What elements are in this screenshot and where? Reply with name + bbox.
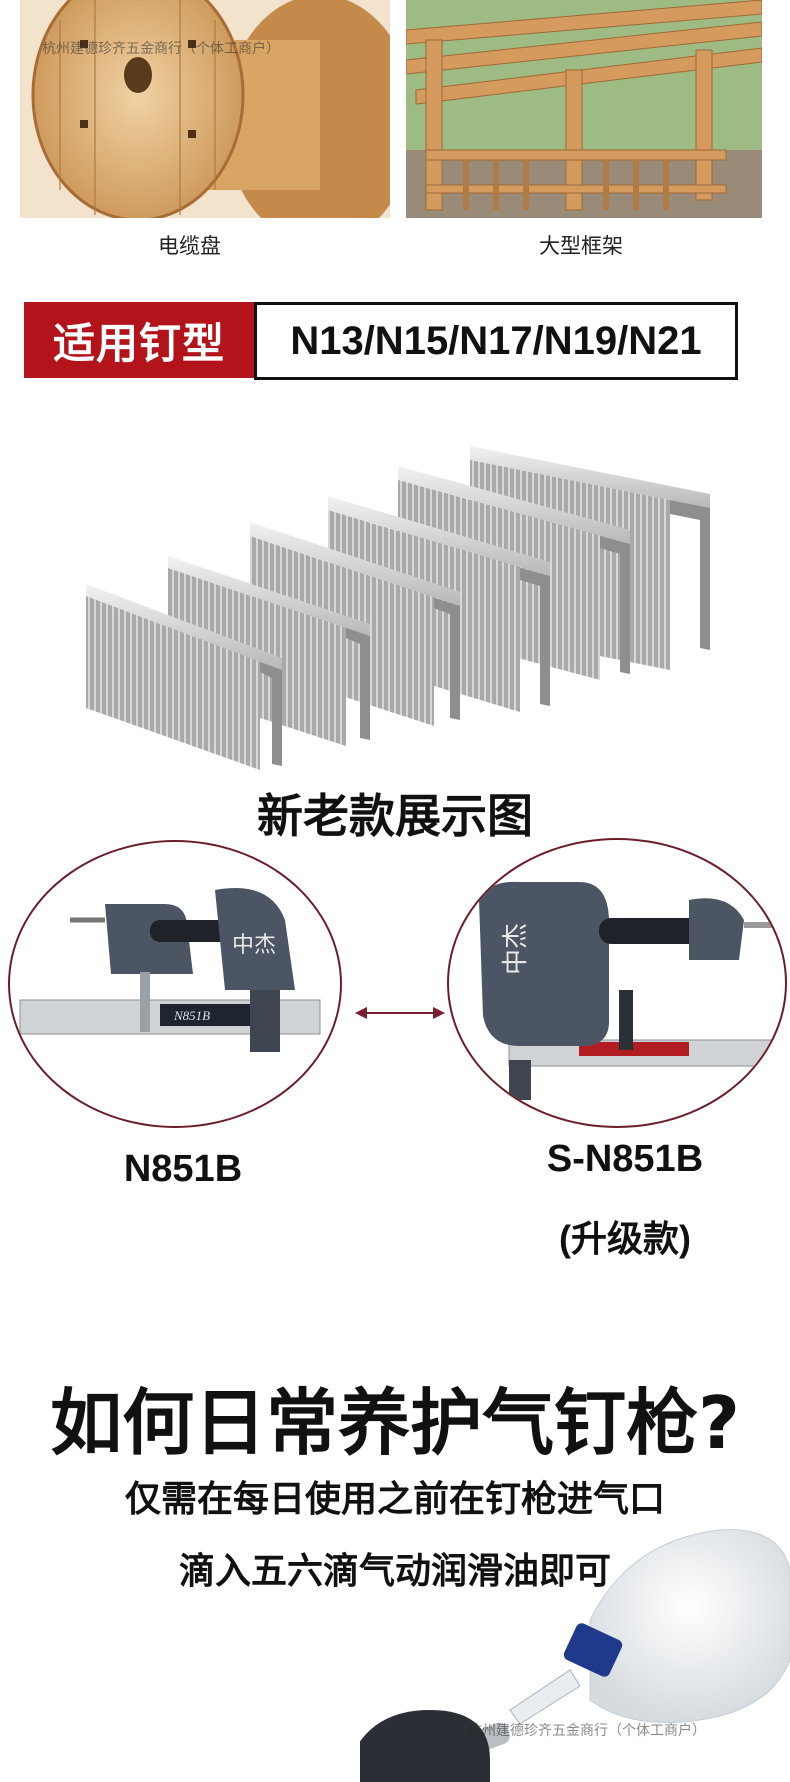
- nail-type-label: 适用钉型: [24, 302, 254, 378]
- new-nail-gun-illustration: 中杰: [479, 881, 780, 1100]
- shop-watermark-bottom: 杭州建德珍齐五金商行（个体工商户）: [468, 1723, 706, 1739]
- new-model-note: (升级款): [559, 1218, 691, 1259]
- old-nail-gun-illustration: N851B 中杰: [19, 888, 321, 1052]
- old-gun-brand-text: 中杰: [232, 933, 276, 958]
- maintenance-line-1: 仅需在每日使用之前在钉枪进气口: [124, 1479, 665, 1520]
- old-model-name: N851B: [123, 1148, 243, 1190]
- compare-arrow-icon: [355, 1007, 445, 1019]
- maintenance-line-2: 滴入五六滴气动润滑油即可: [178, 1551, 611, 1592]
- cable-reel-caption: 电缆盘: [158, 234, 221, 258]
- pergola-photo: [406, 0, 762, 218]
- oil-bottle-illustration: [360, 1529, 790, 1782]
- new-model-circle: 中杰: [447, 838, 787, 1128]
- frame-caption: 大型框架: [539, 234, 623, 258]
- showcase-title: 新老款展示图: [257, 789, 533, 843]
- pergola-illustration: [406, 0, 762, 218]
- cable-reel-photo: 杭州建德珍齐五金商行（个体工商户）: [20, 0, 390, 218]
- staples-illustration: [86, 446, 710, 770]
- cable-reel-illustration: [20, 0, 390, 218]
- maintenance-title: 如何日常养护气钉枪?: [50, 1381, 740, 1465]
- new-model-name: S-N851B: [546, 1138, 704, 1180]
- nail-type-values: N13/N15/N17/N19/N21: [254, 302, 738, 380]
- staple-strip-1: [86, 584, 282, 770]
- old-gun-model-text: N851B: [173, 1008, 210, 1023]
- new-gun-brand-text: 中杰: [501, 923, 531, 975]
- old-model-circle: N851B 中杰: [8, 840, 342, 1128]
- shop-watermark: 杭州建德珍齐五金商行（个体工商户）: [42, 41, 280, 57]
